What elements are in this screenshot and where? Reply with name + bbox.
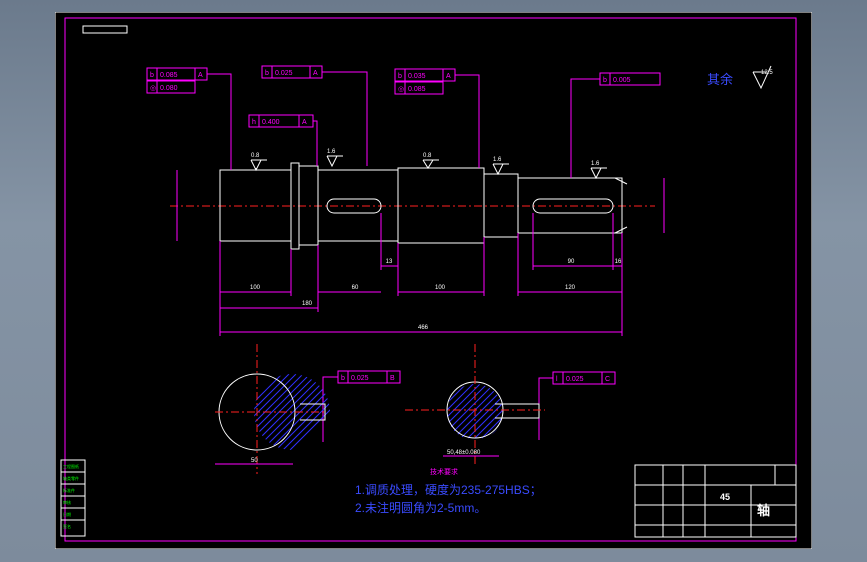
dim-length-6: 90 (568, 259, 575, 265)
tol-sym-4: ◎ (398, 86, 404, 93)
dim-length-3: 13 (386, 259, 393, 265)
tolerance-frame: b 0.035 A ◎ 0.085 (394, 68, 480, 168)
tolerance-frame: b 0.085 A ◎ 0.080 (146, 67, 232, 170)
shaft-outline (219, 162, 628, 250)
side-label-4: 日期 (63, 511, 71, 517)
part-name-label: 轴 (757, 503, 770, 518)
tol-sym-5: b (603, 77, 607, 84)
dim-length-7: 16 (615, 259, 622, 265)
tolerance-frame: b 0.025 B (322, 370, 401, 442)
tolerance-frame: b 0.025 A (261, 65, 368, 166)
notes-line-2: 2.未注明圆角为2-5mm。 (355, 500, 486, 515)
other-roughness-label: 其余 (707, 72, 733, 87)
tol-sym-2: b (265, 70, 269, 77)
side-label-strip: 工程图纸 轴类零件 标准件 审核 日期 签名 (60, 459, 86, 537)
dim-length-2: 60 (352, 285, 359, 291)
tol-sym-6: h (252, 119, 256, 126)
dim-length-8: 466 (418, 325, 429, 331)
tol-datum-8: C (605, 376, 610, 383)
inner-frame (64, 17, 797, 542)
roughness-2: 0.8 (423, 153, 432, 159)
dim-length-0: 100 (250, 285, 261, 291)
tol-datum-3: A (446, 73, 451, 80)
side-label-5: 签名 (63, 523, 71, 529)
tolerance-frame: l 0.025 C (538, 371, 616, 440)
roughness-1: 1.6 (327, 149, 336, 155)
tolerance-frame: b 0.005 (570, 72, 661, 178)
tol-datum-6: A (302, 119, 307, 126)
tol-val-3: 0.035 (408, 73, 426, 80)
dim-length-1: 180 (302, 301, 313, 307)
tol-sym-1: ◎ (150, 85, 156, 92)
dimension-lines (176, 170, 665, 336)
tol-datum-2: A (313, 70, 318, 77)
tol-val-5: 0.005 (613, 77, 631, 84)
side-label-2: 标准件 (63, 487, 75, 493)
notes-header: 技术要求 (430, 467, 458, 476)
section-right-dim: 50,48±0.080 (447, 450, 481, 456)
tol-sym-3: b (398, 73, 402, 80)
roughness-3: 1.6 (493, 157, 502, 163)
dimension-labels: 100 180 60 13 100 120 90 16 466 (250, 259, 622, 331)
section-view-right: 50,48±0.080 (405, 344, 545, 464)
section-left-dim: 50 (251, 458, 258, 464)
tol-val-6: 0.400 (262, 119, 280, 126)
dim-length-5: 120 (565, 285, 576, 291)
tol-val-0: 0.085 (160, 72, 178, 79)
side-label-1: 轴类零件 (63, 475, 79, 481)
tol-val-4: 0.085 (408, 86, 426, 93)
tol-sym-8: l (556, 376, 558, 383)
shaft-drawing: 工程图纸 轴类零件 标准件 审核 日期 签名 (54, 11, 813, 550)
tol-sym-7: b (341, 375, 345, 382)
tol-val-2: 0.025 (275, 70, 293, 77)
notes-line-1: 1.调质处理，硬度为235-275HBS； (355, 482, 542, 497)
drawing-canvas[interactable]: 工程图纸 轴类零件 标准件 审核 日期 签名 (54, 11, 813, 550)
roughness-0: 0.8 (251, 153, 260, 159)
material-label: 45 (720, 492, 730, 502)
tol-val-7: 0.025 (351, 375, 369, 382)
keyway-left (326, 198, 382, 214)
drawing-number-box (82, 25, 128, 34)
tol-val-8: 0.025 (566, 376, 584, 383)
dim-length-4: 100 (435, 285, 446, 291)
side-label-0: 工程图纸 (63, 463, 79, 469)
tol-datum-7: B (390, 375, 395, 382)
title-block: 45 轴 (634, 464, 797, 538)
section-view-left: 50 (215, 344, 330, 474)
side-label-3: 审核 (63, 499, 71, 505)
surface-finish-marks: 0.8 1.6 0.8 1.6 1.6 (250, 65, 772, 180)
keyway-right (532, 198, 614, 214)
other-roughness-value: 12.5 (761, 70, 773, 76)
tolerance-frames: b 0.085 A ◎ 0.080 b 0.025 A b 0.035 A ◎ (146, 65, 661, 442)
roughness-4: 1.6 (591, 161, 600, 167)
tol-datum-0: A (198, 72, 203, 79)
tolerance-frame: h 0.400 A (248, 114, 318, 166)
tol-sym-0: b (150, 72, 154, 79)
tol-val-1: 0.080 (160, 85, 178, 92)
